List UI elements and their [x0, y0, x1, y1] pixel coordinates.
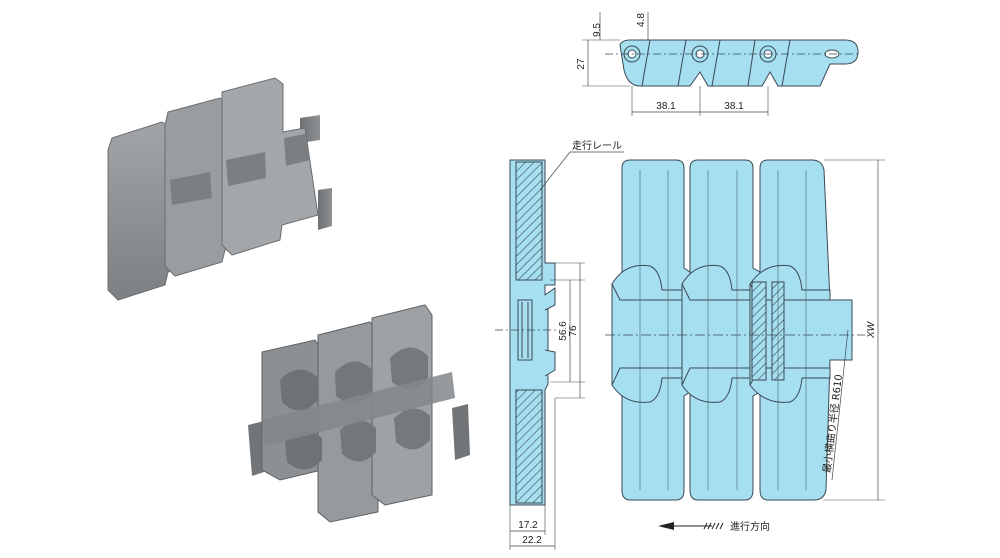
plan-link-2 — [681, 159, 761, 501]
dim-hole-outer: 76 — [568, 325, 579, 337]
dim-offset-top: 9.5 — [592, 23, 603, 37]
dim-hole-inner: 56.6 — [558, 321, 569, 341]
rail-upper-hatch — [515, 161, 543, 281]
top-profile-view — [582, 12, 860, 116]
cross-section-view — [495, 151, 624, 550]
direction-indicator: 進行方向 — [658, 520, 770, 533]
plan-view — [605, 159, 885, 501]
dim-width: XW — [866, 320, 877, 339]
chain-photo-bottom — [248, 304, 470, 523]
pin-hatch-left — [751, 281, 767, 381]
dim-pin-offset: 4.8 — [636, 13, 647, 27]
arrow-left-icon — [658, 522, 674, 530]
direction-label: 進行方向 — [730, 520, 770, 533]
section-labels: 走行レール 56.6 76 17.2 22.2 — [518, 139, 622, 546]
dim-pitch-b: 38.1 — [724, 101, 744, 112]
plan-link-3 — [749, 159, 853, 501]
dim-thickness-inner: 17.2 — [518, 520, 538, 531]
rail-lower-hatch — [515, 389, 543, 504]
plan-link-1 — [611, 159, 691, 501]
dim-thickness-outer: 22.2 — [522, 535, 542, 546]
dim-height: 27 — [576, 58, 587, 70]
top-view-labels: 9.5 4.8 27 38.1 38.1 — [576, 13, 744, 112]
rail-label: 走行レール — [572, 139, 622, 152]
profile-outline — [619, 39, 859, 87]
chain-photo-top — [107, 77, 332, 301]
dim-pitch-a: 38.1 — [656, 101, 676, 112]
